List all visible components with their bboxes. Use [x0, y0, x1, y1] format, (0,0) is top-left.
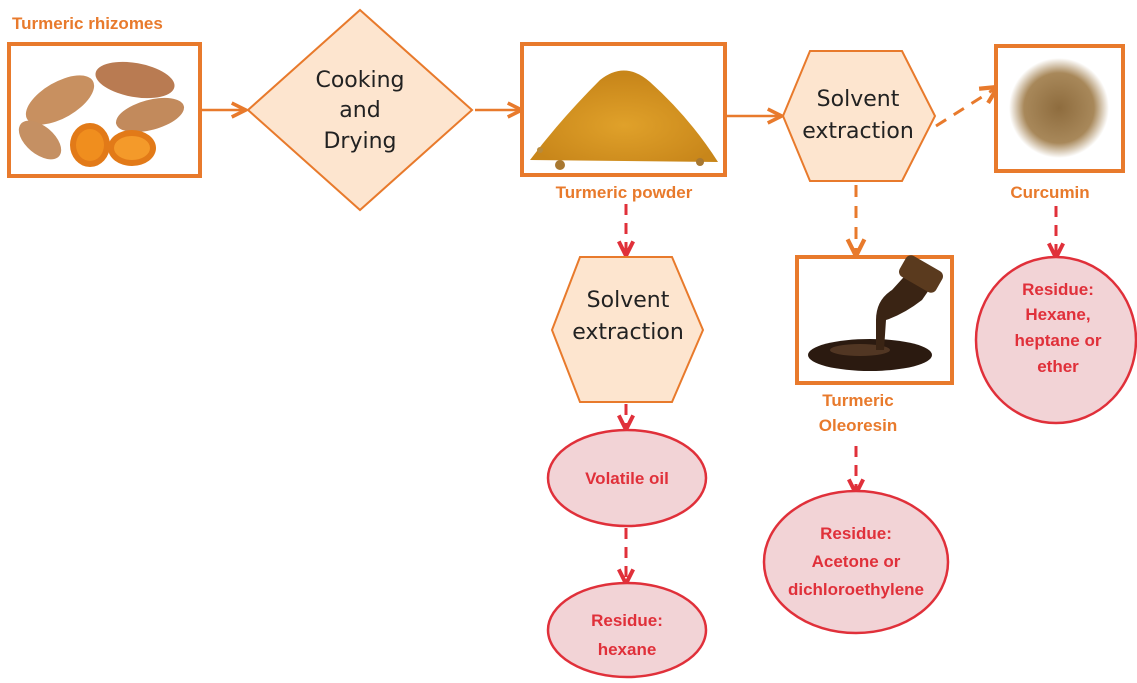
residue-heptane-line-2: Hexane,	[1025, 305, 1090, 324]
solvent-extraction-low-hexagon: Solvent extraction	[550, 256, 705, 403]
solvent-extraction-top-hexagon: Solvent extraction	[781, 50, 937, 182]
residue-heptane-line-3: heptane or	[1015, 331, 1102, 350]
residue-acetone-line-3: dichloroethylene	[788, 580, 924, 599]
residue-acetone-line-1: Residue:	[820, 524, 892, 543]
residue-hexane-ellipse: Residue: hexane	[546, 581, 708, 679]
residue-heptane-ellipse: Residue: Hexane, heptane or ether	[974, 255, 1137, 425]
arrow-extraction-to-curcumin	[935, 88, 996, 128]
label-oleoresin-line-1: Turmeric	[822, 391, 894, 410]
oleoresin-image	[795, 255, 954, 385]
cooking-drying-diamond: Cooking and Drying	[246, 8, 474, 212]
residue-hexane-line-1: Residue:	[591, 611, 663, 630]
extraction-top-line-1: Solvent	[817, 87, 900, 112]
cooking-line-2: and	[339, 98, 380, 123]
label-oleoresin-line-2: Oleoresin	[819, 416, 897, 435]
extraction-low-line-2: extraction	[572, 320, 684, 345]
residue-heptane-line-4: ether	[1037, 357, 1079, 376]
residue-hexane-line-2: hexane	[598, 640, 657, 659]
residue-acetone-line-2: Acetone or	[812, 552, 901, 571]
cooking-line-3: Drying	[323, 129, 396, 154]
powder-image	[520, 42, 727, 177]
label-turmeric-powder: Turmeric powder	[556, 183, 693, 202]
label-turmeric-rhizomes: Turmeric rhizomes	[12, 14, 163, 33]
label-curcumin: Curcumin	[1010, 183, 1089, 202]
curcumin-image	[994, 44, 1125, 173]
residue-acetone-ellipse: Residue: Acetone or dichloroethylene	[762, 489, 950, 635]
extraction-top-line-2: extraction	[802, 119, 914, 144]
cooking-line-1: Cooking	[315, 68, 404, 93]
rhizomes-image	[7, 42, 202, 178]
residue-heptane-line-1: Residue:	[1022, 280, 1094, 299]
volatile-oil-label: Volatile oil	[585, 469, 669, 488]
volatile-oil-ellipse: Volatile oil	[546, 428, 708, 528]
extraction-low-line-1: Solvent	[587, 288, 670, 313]
